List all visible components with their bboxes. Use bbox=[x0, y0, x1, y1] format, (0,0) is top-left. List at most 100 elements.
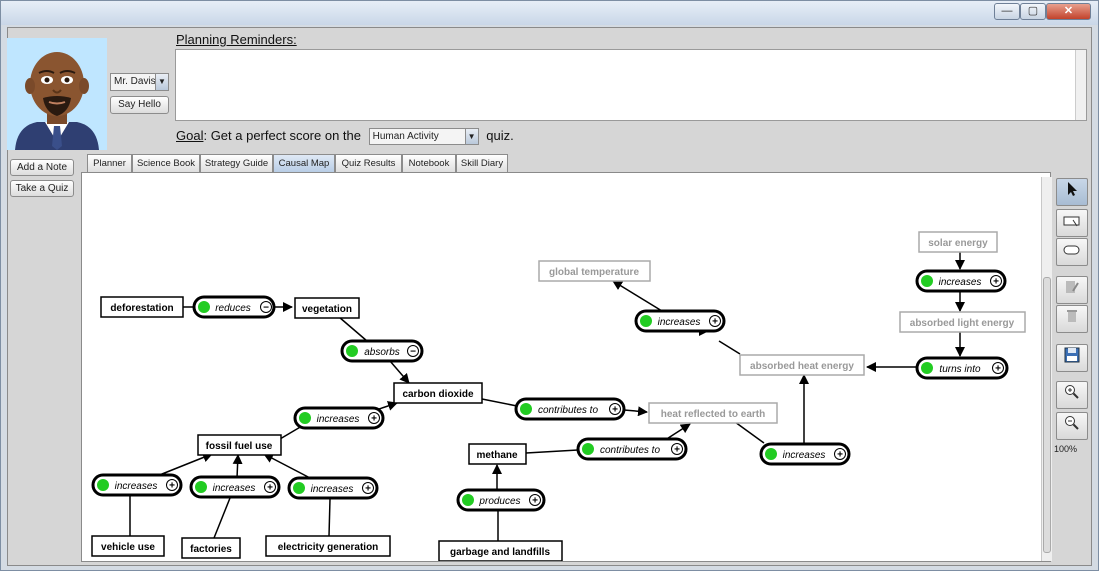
entity-label: vegetation bbox=[302, 304, 352, 315]
arrow bbox=[623, 406, 648, 417]
entity-label: deforestation bbox=[110, 303, 173, 314]
entity-deforestation[interactable]: deforestation bbox=[100, 296, 184, 318]
link-increases[interactable]: increases + bbox=[915, 269, 1007, 293]
plus-icon: + bbox=[674, 445, 680, 456]
entity-label: garbage and landfills bbox=[450, 547, 550, 558]
zoom-out-button[interactable] bbox=[1056, 412, 1088, 440]
entity-label: fossil fuel use bbox=[206, 441, 273, 452]
link-turns-into[interactable]: turns into + bbox=[915, 356, 1009, 380]
link-label: increases bbox=[115, 481, 158, 492]
plus-icon: + bbox=[267, 483, 273, 494]
zoom-level: 100% bbox=[1054, 444, 1078, 454]
entity-global-temperature[interactable]: global temperature bbox=[538, 260, 651, 282]
entity-vehicle-use[interactable]: vehicle use bbox=[91, 535, 165, 557]
entity-label: electricity generation bbox=[278, 542, 379, 553]
add-entity-button[interactable] bbox=[1056, 209, 1088, 237]
tab-strategy-guide[interactable]: Strategy Guide bbox=[200, 154, 273, 172]
entity-solar-energy[interactable]: solar energy bbox=[918, 231, 998, 253]
arrow bbox=[481, 398, 518, 407]
entity-vegetation[interactable]: vegetation bbox=[294, 297, 360, 319]
edit-button[interactable] bbox=[1056, 276, 1088, 304]
entity-carbon-dioxide[interactable]: carbon dioxide bbox=[393, 382, 483, 404]
save-button[interactable] bbox=[1056, 344, 1088, 372]
zoom-in-icon bbox=[1065, 385, 1079, 399]
tab-causal-map[interactable]: Causal Map bbox=[273, 154, 335, 172]
link-label: increases bbox=[213, 483, 256, 494]
quiz-select-value: Human Activity bbox=[372, 131, 439, 143]
save-icon bbox=[1064, 347, 1080, 363]
link-label: contributes to bbox=[600, 445, 660, 456]
scrollbar-thumb[interactable] bbox=[1043, 277, 1051, 553]
arrow bbox=[718, 340, 741, 355]
planning-reminders-label: Planning Reminders: bbox=[176, 32, 297, 47]
link-label: increases bbox=[783, 450, 826, 461]
arrow bbox=[213, 497, 231, 539]
delete-button[interactable] bbox=[1056, 305, 1088, 333]
entity-absorbed-light-energy[interactable]: absorbed light energy bbox=[899, 311, 1026, 333]
minus-icon: − bbox=[263, 303, 269, 314]
arrow bbox=[612, 280, 663, 312]
zoom-in-button[interactable] bbox=[1056, 381, 1088, 409]
maximize-button[interactable]: ▢ bbox=[1020, 3, 1046, 20]
link-absorbs[interactable]: absorbs − bbox=[340, 339, 424, 363]
link-contributes-to[interactable]: contributes to + bbox=[514, 397, 626, 421]
entity-garbage-and-landfills[interactable]: garbage and landfills bbox=[438, 540, 563, 561]
link-label: increases bbox=[658, 317, 701, 328]
goal-prefix: : Get a perfect score on the bbox=[203, 128, 361, 143]
link-increases[interactable]: increases + bbox=[287, 476, 379, 500]
reminders-scrollbar[interactable] bbox=[1075, 50, 1086, 120]
entity-label: absorbed heat energy bbox=[750, 361, 854, 372]
link-produces[interactable]: produces + bbox=[456, 488, 546, 512]
entity-methane[interactable]: methane bbox=[468, 443, 527, 465]
tab-science-book[interactable]: Science Book bbox=[132, 154, 200, 172]
teacher-avatar bbox=[7, 38, 107, 150]
tab-notebook[interactable]: Notebook bbox=[402, 154, 456, 172]
close-button[interactable]: ✕ bbox=[1046, 3, 1091, 20]
minimize-button[interactable]: — bbox=[994, 3, 1020, 20]
canvas-scrollbar[interactable] bbox=[1041, 177, 1052, 561]
add-note-button[interactable]: Add a Note bbox=[10, 159, 74, 176]
add-entity-icon bbox=[1063, 216, 1080, 227]
arrow bbox=[232, 454, 243, 479]
link-increases[interactable]: increases + bbox=[91, 473, 183, 497]
entity-label: vehicle use bbox=[101, 542, 155, 553]
tab-quiz-results[interactable]: Quiz Results bbox=[335, 154, 402, 172]
link-contributes-to[interactable]: contributes to + bbox=[576, 437, 688, 461]
entity-factories[interactable]: factories bbox=[181, 537, 241, 559]
pointer-tool-button[interactable] bbox=[1056, 178, 1088, 206]
link-label: increases bbox=[939, 277, 982, 288]
take-quiz-button[interactable]: Take a Quiz bbox=[10, 180, 74, 197]
map-toolbar bbox=[1053, 176, 1091, 476]
teacher-select-value: Mr. Davis bbox=[114, 76, 156, 87]
plus-icon: + bbox=[532, 496, 538, 507]
causal-map-canvas[interactable]: deforestation vegetation carbon dioxide … bbox=[81, 172, 1051, 562]
entity-fossil-fuel-use[interactable]: fossil fuel use bbox=[197, 434, 282, 456]
add-link-icon bbox=[1063, 245, 1080, 255]
add-link-button[interactable] bbox=[1056, 238, 1088, 266]
link-increases[interactable]: increases + bbox=[759, 442, 851, 466]
plus-icon: + bbox=[712, 317, 718, 328]
planning-reminders-textarea[interactable] bbox=[175, 49, 1087, 121]
entity-electricity-generation[interactable]: electricity generation bbox=[265, 535, 391, 557]
entity-absorbed-heat-energy[interactable]: absorbed heat energy bbox=[739, 354, 865, 376]
link-reduces[interactable]: reduces − bbox=[192, 295, 276, 319]
entity-label: global temperature bbox=[549, 267, 639, 278]
zoom-out-icon bbox=[1065, 416, 1079, 430]
link-increases[interactable]: increases + bbox=[293, 406, 385, 430]
entity-label: methane bbox=[476, 450, 518, 461]
minus-icon: − bbox=[410, 347, 416, 358]
edit-icon bbox=[1066, 281, 1079, 293]
arrow bbox=[328, 498, 331, 537]
entity-heat-reflected-to-earth[interactable]: heat reflected to earth bbox=[648, 402, 778, 424]
tab-skill-diary[interactable]: Skill Diary bbox=[456, 154, 508, 172]
say-hello-button[interactable]: Say Hello bbox=[110, 96, 169, 114]
tab-planner[interactable]: Planner bbox=[87, 154, 132, 172]
link-increases[interactable]: increases + bbox=[189, 475, 281, 499]
goal-suffix: quiz. bbox=[486, 128, 514, 143]
link-increases[interactable]: increases + bbox=[634, 309, 726, 333]
entity-label: absorbed light energy bbox=[910, 318, 1015, 329]
teacher-select[interactable]: Mr. Davis ▼ bbox=[110, 73, 169, 91]
link-label: reduces bbox=[215, 303, 251, 314]
plus-icon: + bbox=[837, 450, 843, 461]
quiz-select[interactable]: Human Activity ▼ bbox=[368, 128, 479, 146]
